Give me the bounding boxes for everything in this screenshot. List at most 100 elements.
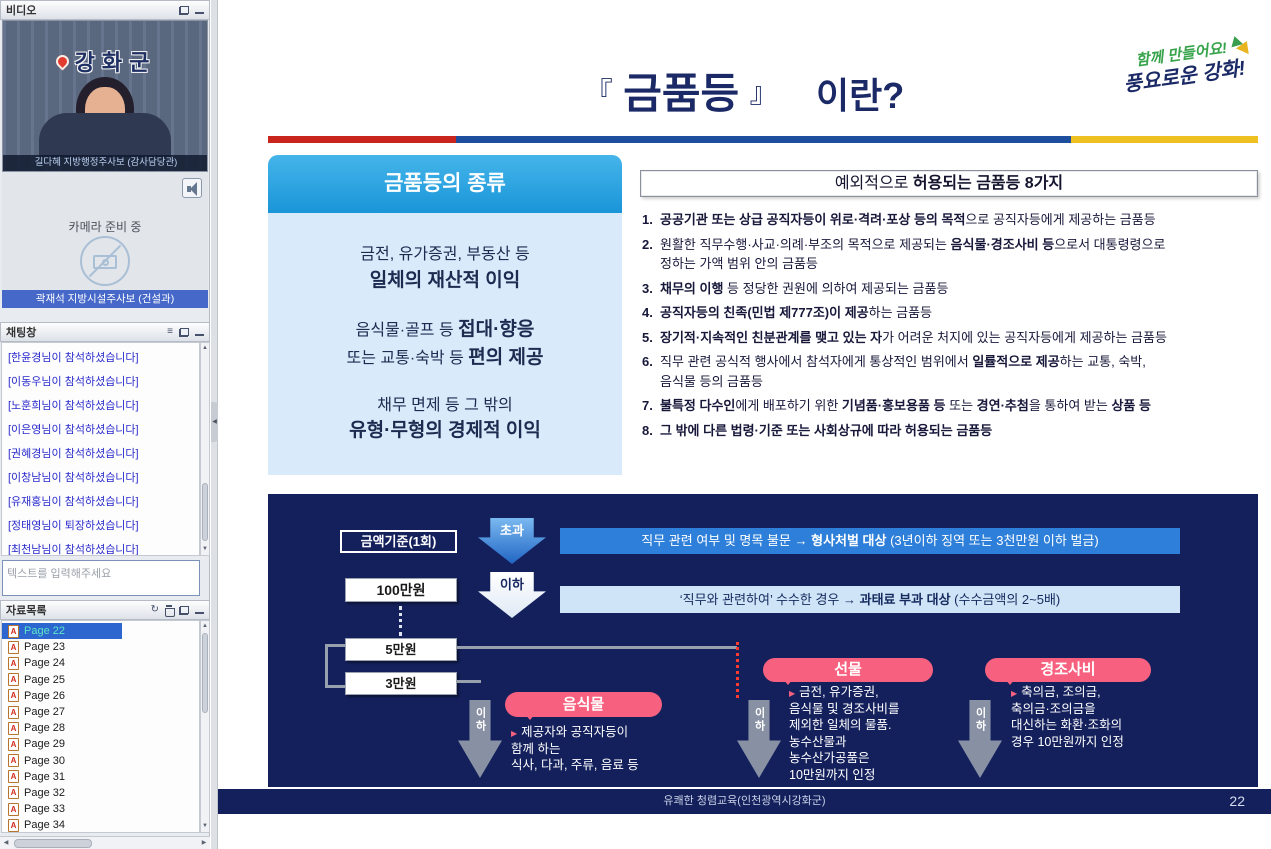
- chat-panel-header: 채팅창 ≡: [0, 322, 210, 342]
- types-item: 음식물·골프 등 접대·향응 또는 교통·숙박 등 편의 제공: [346, 319, 544, 368]
- page-list-item[interactable]: A Page 31: [2, 769, 199, 785]
- trash-icon[interactable]: [165, 605, 175, 617]
- page-list-item[interactable]: A Page 34: [2, 817, 199, 832]
- page-item-label: Page 26: [24, 689, 65, 702]
- slide-title: 『 금품등 』 이란?: [218, 60, 1271, 121]
- chat-panel-title: 채팅창: [6, 327, 37, 339]
- chat-message: [최천남님이 참석하셨습니다]: [8, 544, 139, 556]
- chat-message: [유재홍님이 참석하셨습니다]: [8, 496, 139, 508]
- popout-icon[interactable]: [179, 605, 189, 615]
- refresh-icon[interactable]: ↻: [150, 604, 159, 615]
- connector-line-5: [457, 646, 737, 649]
- minimize-icon[interactable]: [195, 6, 204, 14]
- page-item-label: Page 31: [24, 770, 65, 783]
- dotted-connector: [399, 606, 402, 636]
- title-open-bracket: 『: [584, 77, 613, 108]
- horizontal-scrollbar[interactable]: ◀ ▶: [0, 836, 210, 849]
- item-text: 공공기관 또는 상급 공직자등이 위로·격려·포상 등의 목적으로 공직자등에게…: [660, 212, 1156, 227]
- pdf-icon: A: [8, 818, 19, 832]
- camera-status-text: 카메라 준비 중: [68, 220, 142, 234]
- item-number: 4.: [642, 305, 653, 320]
- types-item: 채무 면제 등 그 밖의 유형·무형의 경제적 이익: [349, 396, 541, 442]
- types-box-header: 금품등의 종류: [268, 155, 622, 213]
- bracket-line: [325, 685, 345, 688]
- gift-pill: 선물: [763, 658, 933, 685]
- pdf-icon: A: [8, 754, 19, 768]
- scroll-up-icon[interactable]: ▲: [202, 623, 208, 629]
- item-text: 채무의 이행 등 정당한 권원에 의하여 제공되는 금품등: [660, 280, 949, 296]
- chat-message: [정태영님이 퇴장하셨습니다]: [8, 520, 139, 532]
- divider-red: [268, 136, 456, 143]
- bracket-line: [325, 644, 345, 647]
- item-number: 1.: [642, 212, 653, 227]
- title-question: 이란?: [816, 75, 905, 116]
- backdrop-logo-text: 강화군: [74, 50, 157, 75]
- page-item-label: Page 30: [24, 754, 65, 767]
- food-description: 제공자와 공직자등이 함께 하는 식사, 다과, 주류, 음료 등: [511, 724, 696, 774]
- exceptions-header: 예외적으로 허용되는 금품등 8가지: [640, 170, 1258, 197]
- item-number: 3.: [642, 280, 653, 296]
- backdrop-logo: 강화군: [3, 45, 207, 77]
- menu-icon[interactable]: ≡: [167, 326, 173, 337]
- scroll-down-icon[interactable]: ▼: [202, 823, 208, 829]
- pdf-icon: A: [8, 705, 19, 719]
- speaker-icon: [187, 186, 191, 192]
- item-number: 5.: [642, 329, 653, 345]
- audio-button[interactable]: [182, 178, 202, 198]
- scroll-down-icon[interactable]: ▼: [202, 546, 208, 552]
- exception-item: 1. 공공기관 또는 상급 공직자등이 위로·격려·포상 등의 목적으로 공직자등…: [642, 210, 1266, 230]
- down-arrow-congratulation: 이하: [958, 700, 1002, 778]
- title-close-bracket: 』: [749, 77, 778, 108]
- item-text: 그 밖에 다른 법령·기준 또는 사회상규에 따라 허용되는 금품등: [660, 422, 993, 438]
- materials-scrollbar[interactable]: ▲ ▼: [200, 620, 210, 833]
- pdf-icon: A: [8, 786, 19, 800]
- item-text: 장기적·지속적인 친분관계를 맺고 있는 자가 어려운 처지에 있는 공직자등에…: [660, 329, 1167, 345]
- scroll-up-icon[interactable]: ▲: [202, 345, 208, 351]
- page-item-label: Page 22: [24, 625, 65, 638]
- exception-item: 4.공직자등의 친족(민법 제777조)이 제공하는 금품등: [642, 303, 1266, 323]
- chat-scrollbar-thumb[interactable]: [202, 483, 208, 541]
- pdf-icon: A: [8, 721, 19, 735]
- minimize-icon[interactable]: [195, 328, 204, 336]
- popout-icon[interactable]: [179, 5, 189, 15]
- chat-input[interactable]: [2, 560, 200, 596]
- chat-message: [이은영님이 참석하셨습니다]: [8, 424, 139, 436]
- page-item-label: Page 34: [24, 819, 65, 832]
- page-item-label: Page 32: [24, 786, 65, 799]
- chat-scrollbar[interactable]: ▲ ▼: [200, 342, 210, 556]
- item-number: 6.: [642, 354, 653, 369]
- page-list-item[interactable]: A Page 32: [2, 785, 199, 801]
- video-panel-header: 비디오: [0, 0, 210, 20]
- horizontal-scrollbar-thumb[interactable]: [14, 839, 92, 848]
- food-pill: 음식물: [505, 692, 662, 720]
- divider-yellow: [1071, 136, 1258, 143]
- down-arrow-food: 이하: [458, 700, 502, 778]
- sidebar-collapse-button[interactable]: ◀: [211, 402, 218, 442]
- speaker-icon-cone: [190, 182, 197, 196]
- slide-viewer: 『 금품등 』 이란? 함께 만들어요! 풍요로운 강화! 금품등의 종류 금전…: [218, 0, 1271, 849]
- bracket-line: [325, 644, 328, 688]
- chat-message: [이동우님이 참석하셨습니다]: [8, 376, 139, 388]
- materials-scrollbar-thumb[interactable]: [202, 633, 208, 713]
- exceptions-list: 1. 공공기관 또는 상급 공직자등이 위로·격려·포상 등의 목적으로 공직자등…: [642, 210, 1266, 445]
- scroll-left-icon[interactable]: ◀: [3, 840, 9, 846]
- popout-icon[interactable]: [179, 327, 189, 337]
- pdf-icon: A: [8, 770, 19, 784]
- ganghwa-emblem-icon: [52, 51, 72, 71]
- minimize-icon[interactable]: [195, 606, 204, 614]
- materials-panel-title: 자료목록: [6, 605, 47, 617]
- under-arrow: 이하: [478, 572, 546, 618]
- scroll-right-icon[interactable]: ▶: [201, 840, 207, 846]
- page-list-item[interactable]: A Page 30: [2, 753, 199, 769]
- red-dotted-line: [736, 642, 739, 698]
